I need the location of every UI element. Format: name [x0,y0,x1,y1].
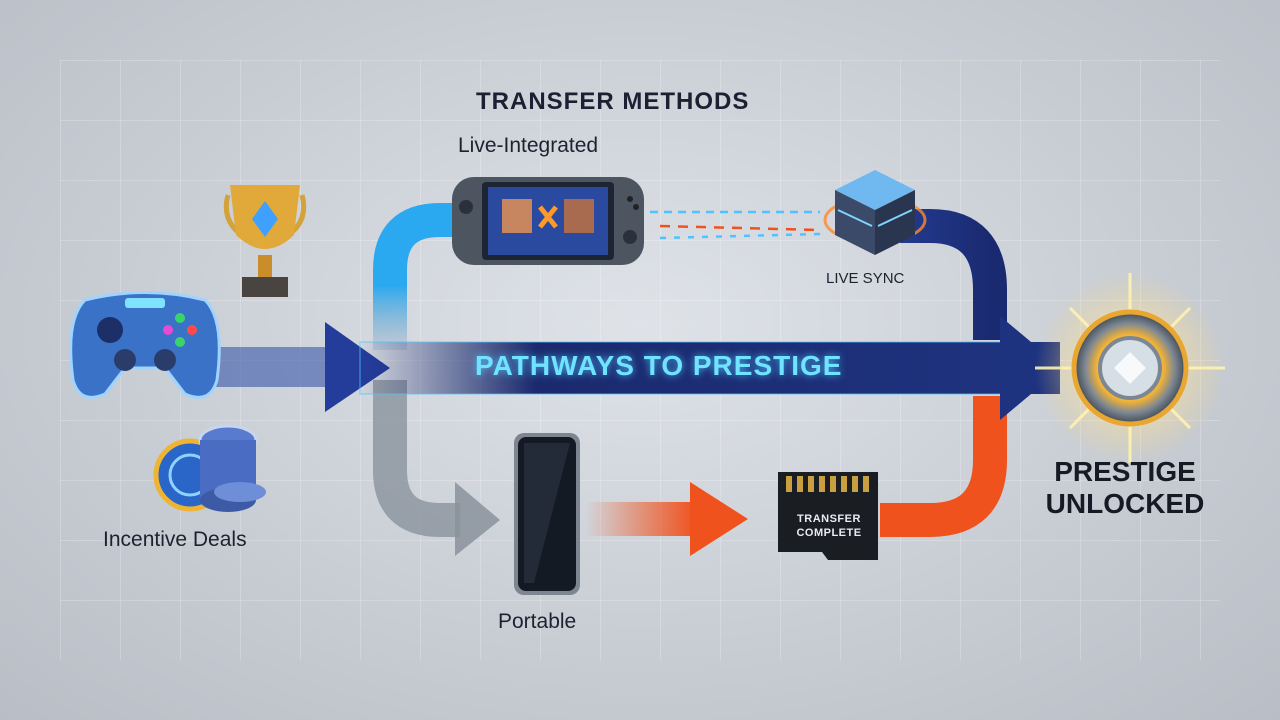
trophy-icon [223,185,307,297]
sd-card-line1: TRANSFER [797,513,861,525]
handheld-console-icon [452,177,644,265]
prestige-medal-icon [1035,273,1225,463]
server-cube-icon [823,170,927,255]
method-label-sync: LIVE SYNC [826,270,905,287]
method-label-incentive: Incentive Deals [103,528,247,551]
sd-card-icon [778,472,878,560]
sync-links [650,210,821,240]
coins-icon [153,424,266,512]
game-controller-icon [69,291,221,399]
prestige-line1: PRESTIGE [1054,456,1196,487]
smartphone-icon [514,433,580,595]
live-path-navy [900,209,1007,340]
sd-card-label: TRANSFER COMPLETE [783,512,875,540]
portable-path-gray [373,380,460,537]
prestige-label: PRESTIGE UNLOCKED [1030,456,1220,520]
portable-path-orange [880,396,1007,537]
main-arrow [215,316,1062,420]
prestige-line2: UNLOCKED [1045,488,1205,519]
diagram-title: TRANSFER METHODS [476,88,750,115]
banner-label: PATHWAYS TO PRESTIGE [475,350,843,381]
sd-card-line2: COMPLETE [796,527,862,539]
method-label-portable: Portable [498,610,577,633]
live-path-blue [373,203,470,350]
method-label-live: Live-Integrated [458,134,599,157]
